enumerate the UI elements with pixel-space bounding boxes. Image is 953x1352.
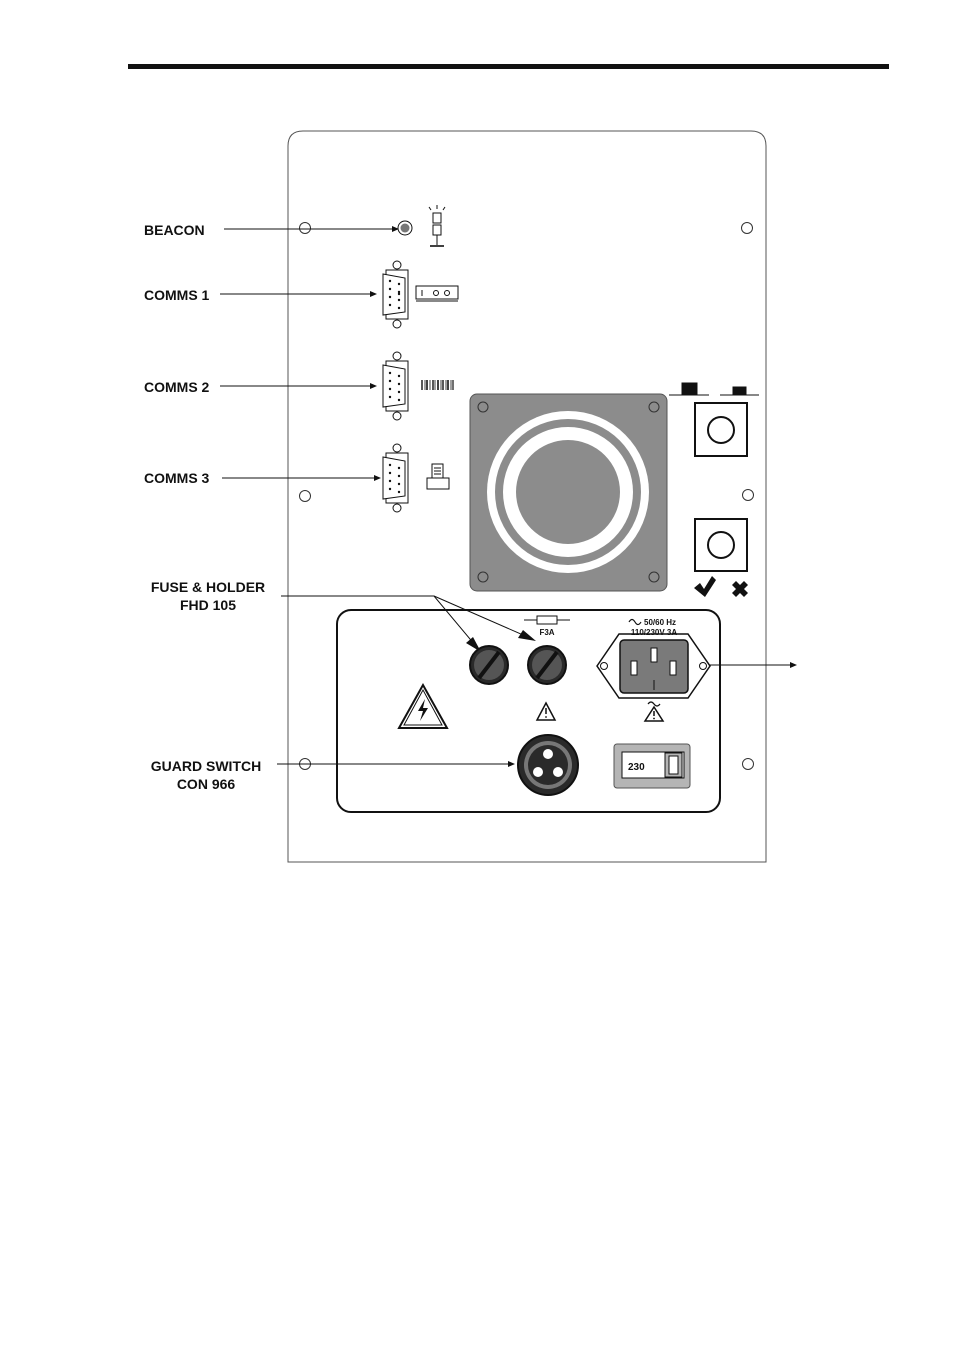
- guard-switch-callout: GUARD SWITCH CON 966: [151, 758, 515, 792]
- guard-label-line1: GUARD SWITCH: [151, 758, 261, 774]
- mains-frequency: 50/60 Hz: [644, 618, 676, 627]
- cooling-fan: [469, 393, 668, 592]
- guard-switch-connector[interactable]: [517, 734, 579, 796]
- comms2-group: COMMS 2: [144, 351, 454, 421]
- terminal-display-icon: [415, 285, 459, 302]
- fuse-label-line1: FUSE & HOLDER: [151, 579, 265, 595]
- mains-inlet[interactable]: [596, 633, 711, 699]
- fuse-label-line2: FHD 105: [180, 597, 236, 613]
- mains-rating: 110/230V 3A: [631, 628, 677, 637]
- mains-inlet-callout: [710, 662, 797, 668]
- beacon-lamp-icon: [428, 205, 446, 247]
- voltage-selector-value: 230: [628, 762, 645, 773]
- fuse-holder-1[interactable]: [469, 645, 509, 685]
- comms2-dsub-port: [382, 351, 409, 421]
- fuse-symbol-icon: [524, 615, 570, 625]
- mounting-holes: [299, 222, 754, 770]
- accept-button[interactable]: [694, 402, 748, 457]
- fuse-rating: F3A: [539, 628, 554, 637]
- beacon-group: BEACON: [144, 205, 446, 247]
- caution-triangle-icon: [535, 701, 557, 721]
- high-voltage-warning-icon: [397, 682, 449, 729]
- comms3-label: COMMS 3: [144, 470, 210, 486]
- button-mode-indicators: [669, 382, 759, 396]
- printer-icon: [426, 463, 450, 490]
- barcode-icon: [421, 380, 454, 390]
- ac-symbol-icon: [628, 618, 642, 626]
- comms1-label: COMMS 1: [144, 287, 210, 303]
- guard-label-line2: CON 966: [177, 776, 236, 792]
- checkmark-icon: [694, 576, 716, 597]
- cross-icon: [732, 581, 748, 597]
- ac-caution-icon: [643, 701, 665, 722]
- comms3-dsub-port: [382, 443, 409, 513]
- fuse-holder-2[interactable]: [527, 645, 567, 685]
- header-rule: [128, 64, 889, 69]
- comms1-group: COMMS 1: [144, 260, 459, 329]
- beacon-label: BEACON: [144, 222, 205, 238]
- beacon-socket: [397, 220, 413, 236]
- comms3-group: COMMS 3: [144, 443, 450, 513]
- fuse-callout: FUSE & HOLDER FHD 105: [151, 579, 536, 652]
- comms1-dsub-port: [382, 260, 409, 329]
- reject-button[interactable]: [694, 518, 748, 572]
- voltage-selector-switch[interactable]: [613, 743, 691, 789]
- comms2-label: COMMS 2: [144, 379, 210, 395]
